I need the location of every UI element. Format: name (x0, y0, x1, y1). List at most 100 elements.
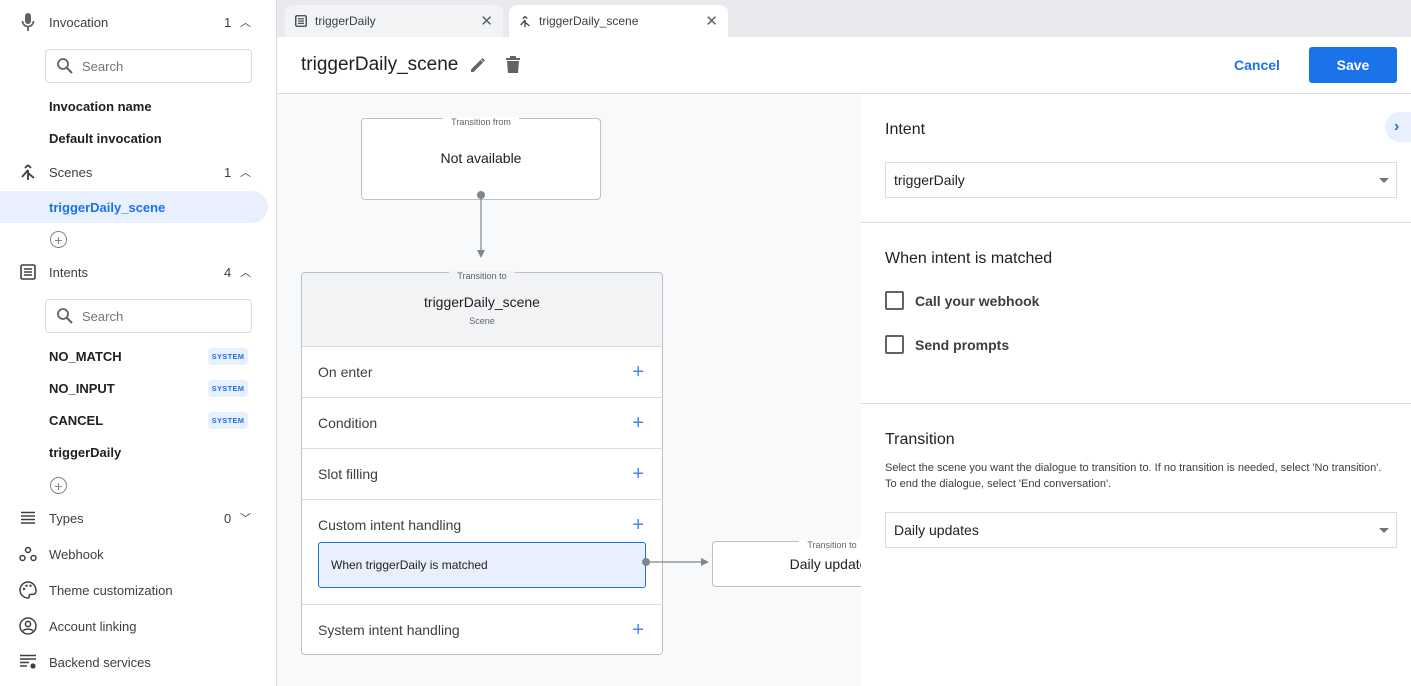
checkbox-label: Send prompts (915, 336, 1010, 353)
checkbox-label: Call your webhook (915, 292, 1040, 309)
select-value: triggerDaily (894, 172, 965, 188)
tab-label: triggerDaily (315, 14, 376, 28)
when-matched-title: When intent is matched (885, 250, 1053, 267)
page-title: triggerDaily_scene (301, 54, 459, 75)
invocation-search[interactable] (45, 49, 252, 83)
tab-triggerdaily[interactable]: triggerDaily ✕ (285, 5, 503, 37)
call-webhook-checkbox[interactable]: Call your webhook (885, 291, 1039, 310)
sidebar-item-default-invocation[interactable]: Default invocation (49, 131, 162, 146)
section-count: 1 (224, 164, 232, 180)
add-icon[interactable]: + (632, 514, 644, 536)
checkbox-icon[interactable] (885, 335, 904, 354)
microphone-icon (18, 12, 38, 32)
node-text: Daily updates (789, 556, 861, 572)
transition-to-target-node[interactable]: Transition to Daily updates (712, 540, 861, 587)
intent-select[interactable]: triggerDaily (885, 162, 1397, 198)
transition-description: Select the scene you want the dialogue t… (885, 462, 1382, 490)
backend-settings-icon (18, 652, 38, 672)
system-badge: SYSTEM (208, 412, 248, 429)
editor-header: triggerDaily_scene Cancel Save (277, 37, 1411, 94)
section-count: 4 (224, 264, 232, 280)
webhook-icon (18, 544, 38, 564)
sidebar-item-no-input[interactable]: NO_INPUT (49, 381, 115, 396)
add-scene-icon[interactable]: + (50, 231, 67, 248)
section-count: 1 (224, 14, 232, 30)
checkbox-icon[interactable] (885, 291, 904, 310)
sidebar-item-invocation-name[interactable]: Invocation name (49, 99, 152, 114)
section-label: Invocation (49, 14, 109, 30)
add-icon[interactable]: + (632, 361, 644, 383)
node-caption: Transition from (362, 113, 600, 128)
close-icon[interactable]: ✕ (480, 13, 493, 30)
sidebar-section-intents[interactable]: Intents 4 ︿ (0, 257, 276, 287)
add-icon[interactable]: + (632, 412, 644, 434)
palette-icon (18, 580, 38, 600)
section-count: 0 (224, 510, 232, 526)
condition-row[interactable]: Condition+ (302, 397, 662, 448)
scene-merge-icon (18, 162, 38, 182)
system-badge: SYSTEM (208, 380, 248, 397)
tab-bar: triggerDaily ✕ triggerDaily_scene ✕ (277, 0, 1411, 37)
chevron-up-icon[interactable]: ︿ (240, 17, 251, 29)
save-button[interactable]: Save (1309, 47, 1397, 83)
sidebar-item-theme-customization[interactable]: Theme customization (0, 575, 276, 605)
intent-handler-item[interactable]: When triggerDaily is matched (318, 542, 646, 588)
chevron-down-icon[interactable]: ﹀ (240, 513, 251, 525)
sidebar-item-triggerdaily-scene[interactable]: triggerDaily_scene (0, 191, 268, 223)
scene-flow-canvas[interactable]: Transition from Not available Transition… (277, 94, 861, 686)
handler-label: When triggerDaily is matched (331, 558, 488, 572)
transition-title: Transition (885, 431, 955, 448)
node-caption: Transition to (449, 271, 515, 281)
sidebar-item-cancel[interactable]: CANCEL (49, 413, 104, 428)
sidebar-section-types[interactable]: Types 0 ﹀ (0, 503, 276, 533)
sidebar-item-no-match[interactable]: NO_MATCH (49, 349, 122, 364)
account-circle-icon (18, 616, 38, 636)
scene-name: triggerDaily_scene (424, 294, 540, 310)
search-icon (57, 308, 73, 324)
sidebar-section-invocation[interactable]: Invocation 1 ︿ (0, 7, 276, 37)
add-icon[interactable]: + (632, 619, 644, 641)
send-prompts-checkbox[interactable]: Send prompts (885, 335, 1009, 354)
on-enter-row[interactable]: On enter+ (302, 346, 662, 397)
add-icon[interactable]: + (632, 463, 644, 485)
sidebar-item-triggerdaily[interactable]: triggerDaily (49, 445, 122, 460)
section-label: Types (49, 510, 84, 526)
system-badge: SYSTEM (208, 348, 248, 365)
slot-filling-row[interactable]: Slot filling + (302, 448, 662, 499)
section-label: Intents (49, 264, 89, 280)
sidebar-item-label: Account linking (49, 618, 137, 634)
intent-details-panel: › Intent triggerDaily When intent is mat… (861, 94, 1411, 686)
invocation-search-input[interactable] (82, 58, 232, 74)
cancel-button[interactable]: Cancel (1234, 57, 1280, 73)
row-label: Slot filling (318, 466, 378, 482)
collapse-panel-chevron-icon[interactable]: › (1385, 112, 1411, 142)
transition-from-node[interactable]: Transition from Not available (361, 117, 601, 200)
sidebar-item-account-linking[interactable]: Account linking (0, 611, 276, 641)
chevron-up-icon[interactable]: ︿ (240, 167, 251, 179)
system-intent-handling-row[interactable]: System intent handling + (302, 604, 662, 655)
sidebar-item-backend-services[interactable]: Backend services (0, 647, 276, 677)
select-value: Daily updates (894, 522, 979, 538)
intents-search[interactable] (45, 299, 252, 333)
scene-subtitle: Scene (469, 316, 495, 326)
tab-label: triggerDaily_scene (539, 14, 639, 28)
transition-select[interactable]: Daily updates (885, 512, 1397, 548)
row-label: System intent handling (318, 622, 460, 638)
divider (861, 403, 1411, 404)
intents-search-input[interactable] (82, 308, 232, 324)
edit-pencil-icon[interactable] (469, 56, 487, 74)
sidebar-item-label: triggerDaily_scene (49, 200, 166, 215)
sidebar-item-label: Webhook (49, 546, 104, 562)
custom-intent-handling-row[interactable]: Custom intent handling+ When triggerDail… (302, 499, 662, 604)
dropdown-arrow-icon (1379, 178, 1389, 183)
intent-list-icon (295, 15, 307, 27)
add-intent-icon[interactable]: + (50, 477, 67, 494)
sidebar-section-scenes[interactable]: Scenes 1 ︿ (0, 157, 276, 187)
sidebar-item-webhook[interactable]: Webhook (0, 539, 276, 569)
scene-node-header[interactable]: Transition to triggerDaily_scene Scene (302, 271, 662, 346)
chevron-up-icon[interactable]: ︿ (240, 267, 251, 279)
delete-trash-icon[interactable] (505, 55, 521, 74)
sidebar-item-label: Backend services (49, 654, 151, 670)
tab-triggerdaily-scene[interactable]: triggerDaily_scene ✕ (509, 5, 728, 37)
close-icon[interactable]: ✕ (705, 13, 718, 30)
